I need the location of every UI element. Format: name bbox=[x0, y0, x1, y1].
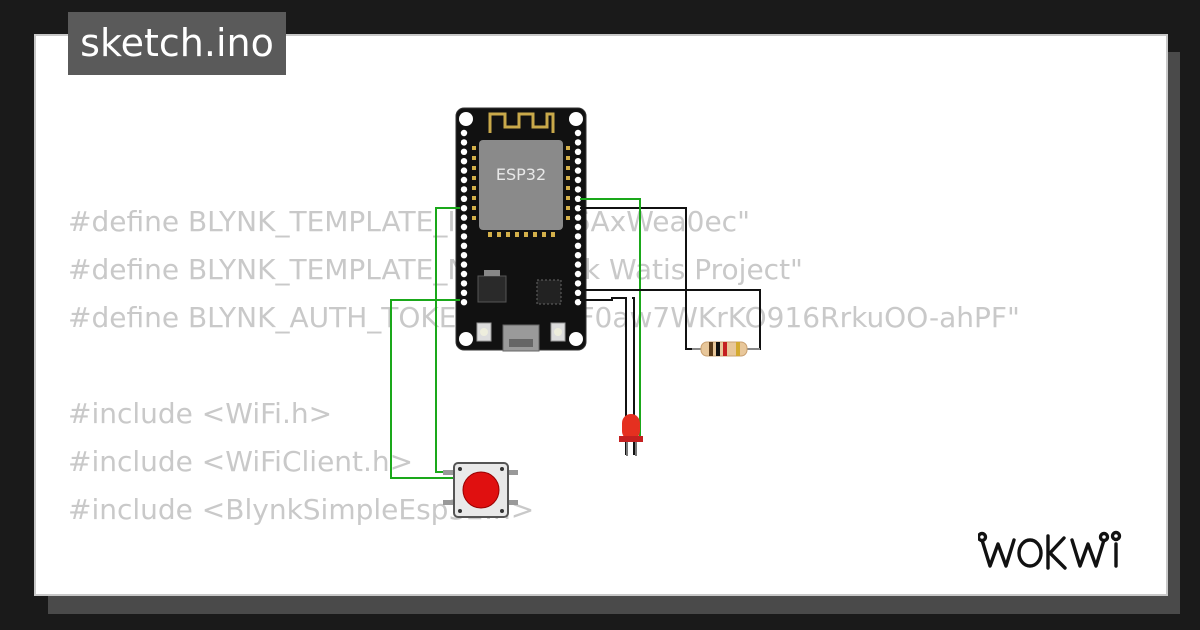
header-pin[interactable] bbox=[574, 299, 582, 306]
header-pin[interactable] bbox=[460, 186, 468, 193]
module-pad bbox=[551, 232, 555, 237]
header-pin[interactable] bbox=[460, 299, 468, 306]
header-pin[interactable] bbox=[574, 214, 582, 221]
header-pin[interactable] bbox=[460, 233, 468, 240]
module-pad bbox=[472, 216, 476, 220]
red-pushbutton[interactable] bbox=[443, 462, 518, 518]
esp32-board[interactable]: ESP32 bbox=[455, 107, 587, 352]
header-pin[interactable] bbox=[574, 176, 582, 184]
module-pad bbox=[566, 216, 570, 220]
header-pin[interactable] bbox=[460, 223, 468, 231]
header-pin[interactable] bbox=[460, 280, 468, 287]
header-pin[interactable] bbox=[574, 205, 582, 212]
code-line: #include <WiFiClient.h> bbox=[68, 445, 414, 478]
module-pad bbox=[566, 146, 570, 150]
header-pin[interactable] bbox=[460, 148, 468, 155]
header-pin[interactable] bbox=[574, 195, 582, 202]
module-pad bbox=[472, 196, 476, 200]
header-pin[interactable] bbox=[574, 261, 582, 268]
header-pin[interactable] bbox=[460, 167, 468, 174]
header-pin[interactable] bbox=[460, 242, 468, 249]
header-pin[interactable] bbox=[574, 167, 582, 174]
header-pin[interactable] bbox=[574, 270, 582, 278]
header-pin[interactable] bbox=[460, 289, 468, 296]
header-pin[interactable] bbox=[574, 158, 582, 165]
module-pad bbox=[566, 206, 570, 210]
header-pin[interactable] bbox=[574, 252, 582, 259]
esp32-module bbox=[479, 140, 563, 230]
header-pin[interactable] bbox=[574, 129, 582, 137]
module-pad bbox=[524, 232, 528, 237]
code-line: char auth[] = "Zf81sF0aw7WKrKO916RrkuOO-… bbox=[68, 582, 1166, 594]
header-pin[interactable] bbox=[574, 233, 582, 240]
module-pad bbox=[472, 186, 476, 190]
header-pin[interactable] bbox=[460, 252, 468, 259]
module-pad bbox=[566, 176, 570, 180]
header-pin[interactable] bbox=[460, 129, 468, 137]
module-pad bbox=[566, 156, 570, 160]
red-led[interactable] bbox=[619, 414, 643, 456]
module-pad bbox=[566, 186, 570, 190]
module-pad bbox=[472, 166, 476, 170]
sketch-title-badge[interactable]: sketch.ino bbox=[68, 12, 286, 75]
header-pin[interactable] bbox=[574, 223, 582, 231]
header-pin[interactable] bbox=[460, 270, 468, 278]
module-pad bbox=[472, 206, 476, 210]
module-pad bbox=[533, 232, 537, 237]
esp32-label: ESP32 bbox=[496, 165, 546, 184]
module-pad bbox=[488, 232, 492, 237]
wokwi-logo bbox=[978, 530, 1122, 570]
module-pad bbox=[472, 176, 476, 180]
header-pin[interactable] bbox=[460, 261, 468, 268]
header-pin[interactable] bbox=[460, 205, 468, 212]
header-pin[interactable] bbox=[574, 289, 582, 296]
header-pin[interactable] bbox=[460, 214, 468, 221]
module-pad bbox=[515, 232, 519, 237]
header-pin[interactable] bbox=[574, 242, 582, 249]
module-pad bbox=[472, 146, 476, 150]
header-pin[interactable] bbox=[574, 186, 582, 193]
module-pad bbox=[566, 166, 570, 170]
module-pad bbox=[472, 156, 476, 160]
resistor[interactable] bbox=[692, 341, 760, 357]
module-pad bbox=[506, 232, 510, 237]
header-pin[interactable] bbox=[574, 148, 582, 155]
header-pin[interactable] bbox=[460, 139, 468, 146]
header-pin[interactable] bbox=[460, 195, 468, 202]
header-pin[interactable] bbox=[574, 139, 582, 146]
header-pin[interactable] bbox=[460, 176, 468, 184]
module-pad bbox=[566, 196, 570, 200]
header-pin[interactable] bbox=[460, 158, 468, 165]
module-pad bbox=[497, 232, 501, 237]
code-line: #include <WiFi.h> bbox=[68, 397, 333, 430]
header-pin[interactable] bbox=[574, 280, 582, 287]
module-pad bbox=[542, 232, 546, 237]
